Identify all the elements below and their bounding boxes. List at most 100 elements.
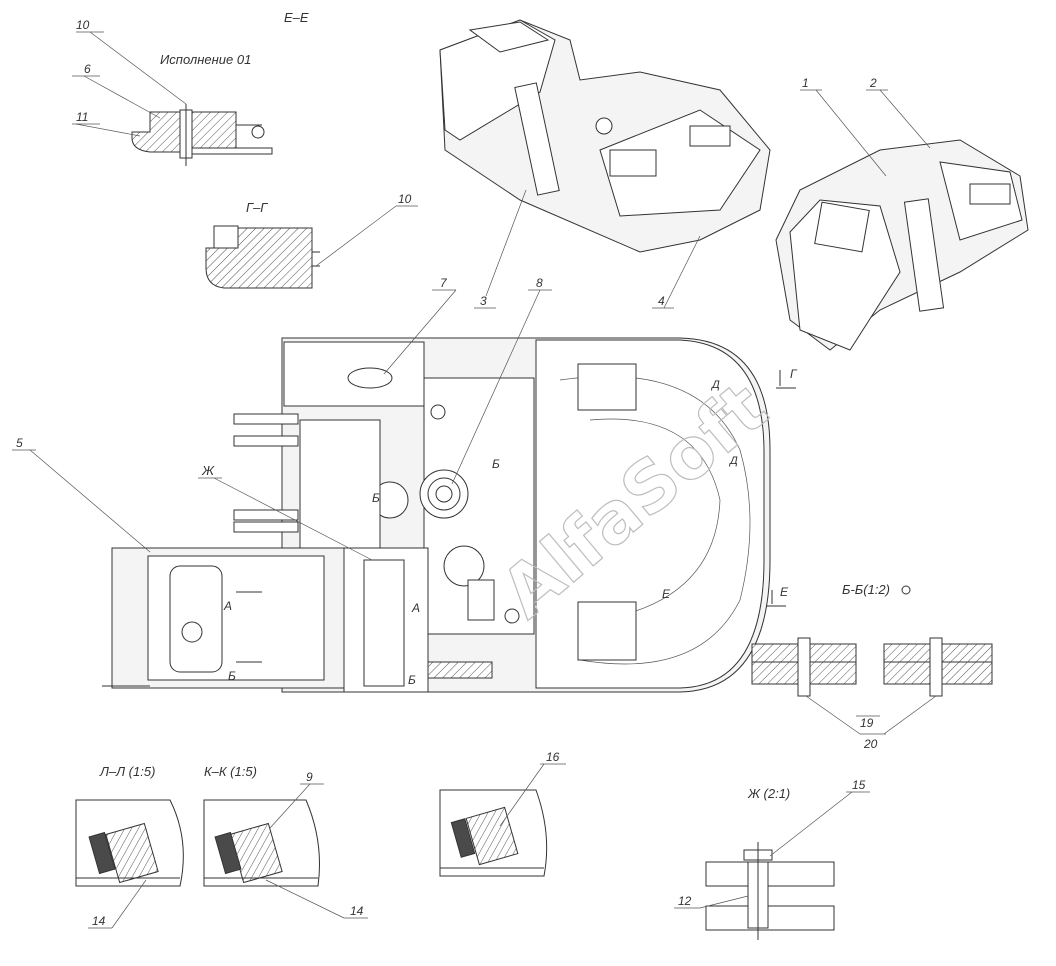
section-ee-view: Е–Е Исполнение 01 10 6 11 (72, 10, 309, 166)
leader-9 (269, 783, 311, 829)
leader-1 (815, 89, 887, 177)
cab-isometric-view-2: 1 2 (775, 76, 1029, 351)
callout-11: 11 (76, 110, 88, 124)
plan-radiator (363, 559, 405, 687)
callout-6: 6 (84, 62, 91, 76)
mark-e2: Е (662, 587, 671, 601)
detail-16-view: 16 (439, 750, 566, 877)
plan-box-upper (577, 363, 637, 411)
mark-a2: А (411, 601, 420, 615)
callout-14a: 14 (92, 914, 106, 928)
mark-d1: Д (710, 379, 720, 391)
section-ee-title: Е–Е (284, 10, 309, 25)
cab1-cap (595, 117, 613, 135)
cab-isometric-view-1: 3 4 (439, 19, 771, 309)
mark-b4: Б (408, 673, 416, 687)
callout-14b: 14 (350, 904, 364, 918)
section-bb-title: Б-Б(1:2) (842, 582, 890, 597)
ee-plate (191, 147, 273, 155)
section-kk-title: К–К (1:5) (204, 764, 257, 779)
section-ll-view: Л–Л (1:5) 14 (75, 764, 184, 929)
cab1-post (514, 82, 560, 196)
variant-label: Исполнение 01 (160, 52, 251, 67)
leader-7 (383, 289, 457, 375)
cab2-vent (969, 183, 1011, 205)
zh-plate-top (705, 861, 835, 887)
callout-16: 16 (546, 750, 560, 764)
cab1-roof (468, 21, 550, 53)
d16-mount (465, 806, 519, 866)
plan-bolt-2 (504, 608, 520, 624)
leader-6 (83, 75, 161, 119)
plan-frame-left (299, 419, 381, 551)
bb-bolt-1 (797, 637, 811, 697)
plan-rail-2 (233, 435, 299, 447)
cab2-window (814, 201, 870, 253)
leader-20b (883, 695, 937, 735)
plan-rail-3 (233, 509, 299, 521)
section-kk-view: К–К (1:5) 14 9 (203, 764, 368, 919)
callout-2: 2 (869, 76, 877, 90)
plan-tank (169, 565, 223, 673)
leader-20a (805, 695, 861, 735)
ee-pin-circle (251, 125, 265, 139)
plan-hatched-grill (427, 661, 493, 679)
callout-5: 5 (16, 436, 23, 450)
mark-zh: Ж (201, 463, 215, 478)
cab1-cabin (439, 19, 556, 141)
gg-cap (213, 225, 239, 249)
section-ll-title: Л–Л (1:5) (99, 764, 155, 779)
plan-tank-cap (181, 621, 203, 643)
section-gg-view: Г–Г 10 (205, 192, 418, 289)
detail-zh-title: Ж (2:1) (747, 786, 790, 801)
plan-canister (467, 579, 495, 621)
leader-5 (29, 449, 151, 553)
mark-b3: Б (228, 669, 236, 683)
callout-20: 20 (863, 737, 878, 751)
plan-rail-1 (233, 413, 299, 425)
kk-pad (214, 831, 242, 875)
leader-10a (89, 31, 187, 105)
mark-g: Г (790, 367, 798, 381)
callout-19: 19 (860, 716, 874, 730)
callout-8: 8 (536, 276, 543, 290)
bb-bolt-2 (929, 637, 943, 697)
plan-box-lower (577, 601, 637, 661)
plan-deck-contour-2 (589, 418, 721, 621)
leader-10b (315, 205, 397, 267)
callout-4: 4 (658, 294, 665, 308)
callout-7: 7 (440, 276, 448, 290)
callout-1: 1 (802, 76, 809, 90)
gg-hatched-part (205, 227, 313, 289)
callout-10a: 10 (76, 18, 90, 32)
leader-zh (213, 477, 373, 561)
plan-filter (443, 545, 485, 587)
plan-bolt-1 (430, 404, 446, 420)
leader-14a (111, 879, 147, 929)
mark-e1: Е (780, 585, 789, 599)
callout-12: 12 (678, 894, 692, 908)
plan-deck-contour-1 (559, 376, 751, 665)
leader-12 (699, 895, 749, 909)
main-plan-view: 7 8 5 Ж Б Б Б Б А А Г Е Е Д Д (12, 276, 798, 693)
callout-9: 9 (306, 770, 313, 784)
section-bb-view: Б-Б(1:2) 20 19 (751, 582, 993, 751)
ll-pad (88, 831, 116, 875)
leader-8 (451, 289, 541, 485)
leader-3 (485, 189, 527, 297)
bb-symbol-icon (901, 585, 911, 595)
zh-plate-bottom (705, 905, 835, 931)
plan-cap-7 (347, 367, 393, 389)
mark-b2: Б (492, 457, 500, 471)
callout-3: 3 (480, 294, 487, 308)
ll-mount (105, 822, 159, 884)
callout-15: 15 (852, 778, 866, 792)
mark-b1: Б (372, 491, 380, 505)
d16-pad (450, 818, 476, 858)
cab1-panel (609, 149, 657, 177)
leader-11 (75, 123, 141, 137)
leader-15 (769, 791, 853, 857)
leader-4 (663, 235, 701, 309)
